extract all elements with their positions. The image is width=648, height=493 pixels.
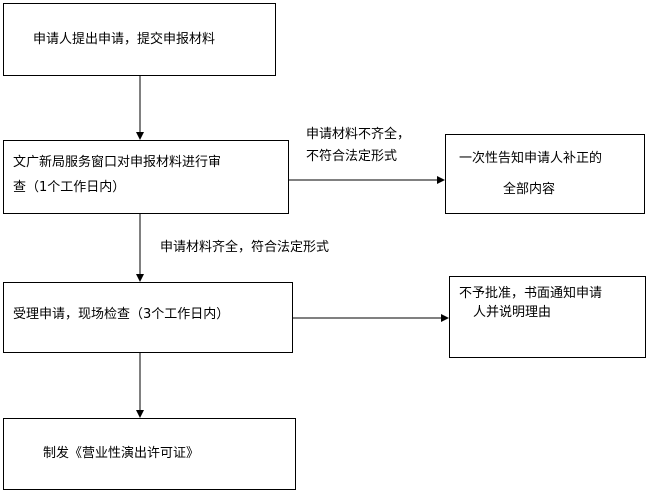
edge-label-incomplete-line1: 申请材料不齐全， (306, 127, 411, 142)
node-accept-inspect: 受理申请，现场检查（3个工作日内） (3, 282, 293, 353)
node-accept-inspect-text: 受理申请，现场检查（3个工作日内） (13, 307, 230, 322)
node-window-review-line1: 文广新局服务窗口对申报材料进行审 (13, 155, 222, 170)
node-issue-license-text: 制发《营业性演出许可证》 (43, 446, 200, 461)
edge-label-complete: 申请材料齐全，符合法定形式 (160, 240, 330, 255)
node-window-review: 文广新局服务窗口对申报材料进行审 查（1个工作日内） (3, 140, 289, 214)
node-reject-notice-line1: 不予批准，书面通知申请 (459, 286, 603, 301)
node-window-review-line2: 查（1个工作日内） (13, 180, 126, 195)
edge-label-incomplete-line2: 不符合法定形式 (306, 149, 398, 164)
node-notify-supplement-line2: 全部内容 (503, 182, 556, 197)
node-submit-application: 申请人提出申请，提交申报材料 (3, 3, 276, 76)
node-notify-supplement-line1: 一次性告知申请人补正的 (459, 151, 603, 166)
node-submit-application-text: 申请人提出申请，提交申报材料 (33, 32, 216, 47)
node-issue-license: 制发《营业性演出许可证》 (3, 418, 296, 490)
node-reject-notice-line2: 人并说明理由 (473, 305, 552, 320)
node-notify-supplement: 一次性告知申请人补正的 全部内容 (445, 134, 645, 214)
node-reject-notice: 不予批准，书面通知申请 人并说明理由 (449, 276, 646, 358)
